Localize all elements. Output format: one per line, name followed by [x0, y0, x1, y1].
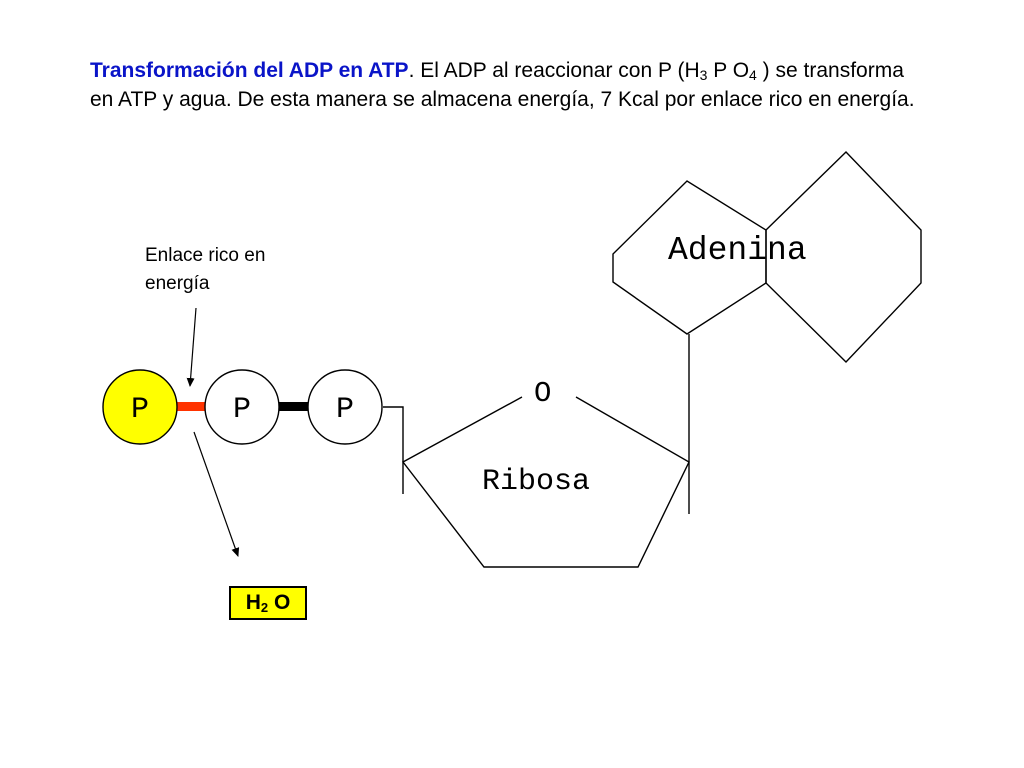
intro-sub-1: 3 [699, 67, 708, 83]
callout-arrow [186, 307, 197, 387]
intro-text-3: ) se transforma en ATP y agua. De esta m… [90, 59, 915, 111]
callout-line-2: energía [145, 273, 210, 294]
intro-text-1: . El ADP al reaccionar con P (H [408, 59, 700, 82]
released-bond [176, 402, 206, 411]
water-sub: 2 [260, 600, 269, 615]
phosphate-label-1: P [131, 393, 149, 427]
adenine-hexagon-right [765, 151, 922, 363]
phosphate-3 [307, 369, 383, 445]
intro-text-2: P O [707, 59, 750, 82]
callout-line-1: Enlace rico en [145, 245, 266, 266]
high-energy-bond-label: Enlace rico en energía [145, 242, 265, 298]
intro-heading: Transformación del ADP en ATP [90, 59, 409, 82]
water-h: H [245, 591, 261, 614]
ribose-oxygen: O [534, 377, 551, 410]
phosphate-label-3: P [336, 393, 354, 427]
phosphate-released [102, 369, 178, 445]
intro-sub-2: 4 [749, 67, 757, 83]
high-energy-bond [278, 402, 309, 411]
water-o: O [268, 591, 291, 614]
phosphate-2 [204, 369, 280, 445]
phosphate-ribose-link [383, 406, 404, 494]
water-box: H2 O [229, 586, 307, 620]
ribose-label: Ribosa [482, 465, 590, 499]
ribose-ring [401, 396, 690, 568]
phosphate-label-2: P [233, 393, 251, 427]
adenine-label: Adenina [668, 232, 807, 269]
water-arrow [193, 431, 240, 557]
intro-paragraph: Transformación del ADP en ATP. El ADP al… [90, 56, 920, 114]
